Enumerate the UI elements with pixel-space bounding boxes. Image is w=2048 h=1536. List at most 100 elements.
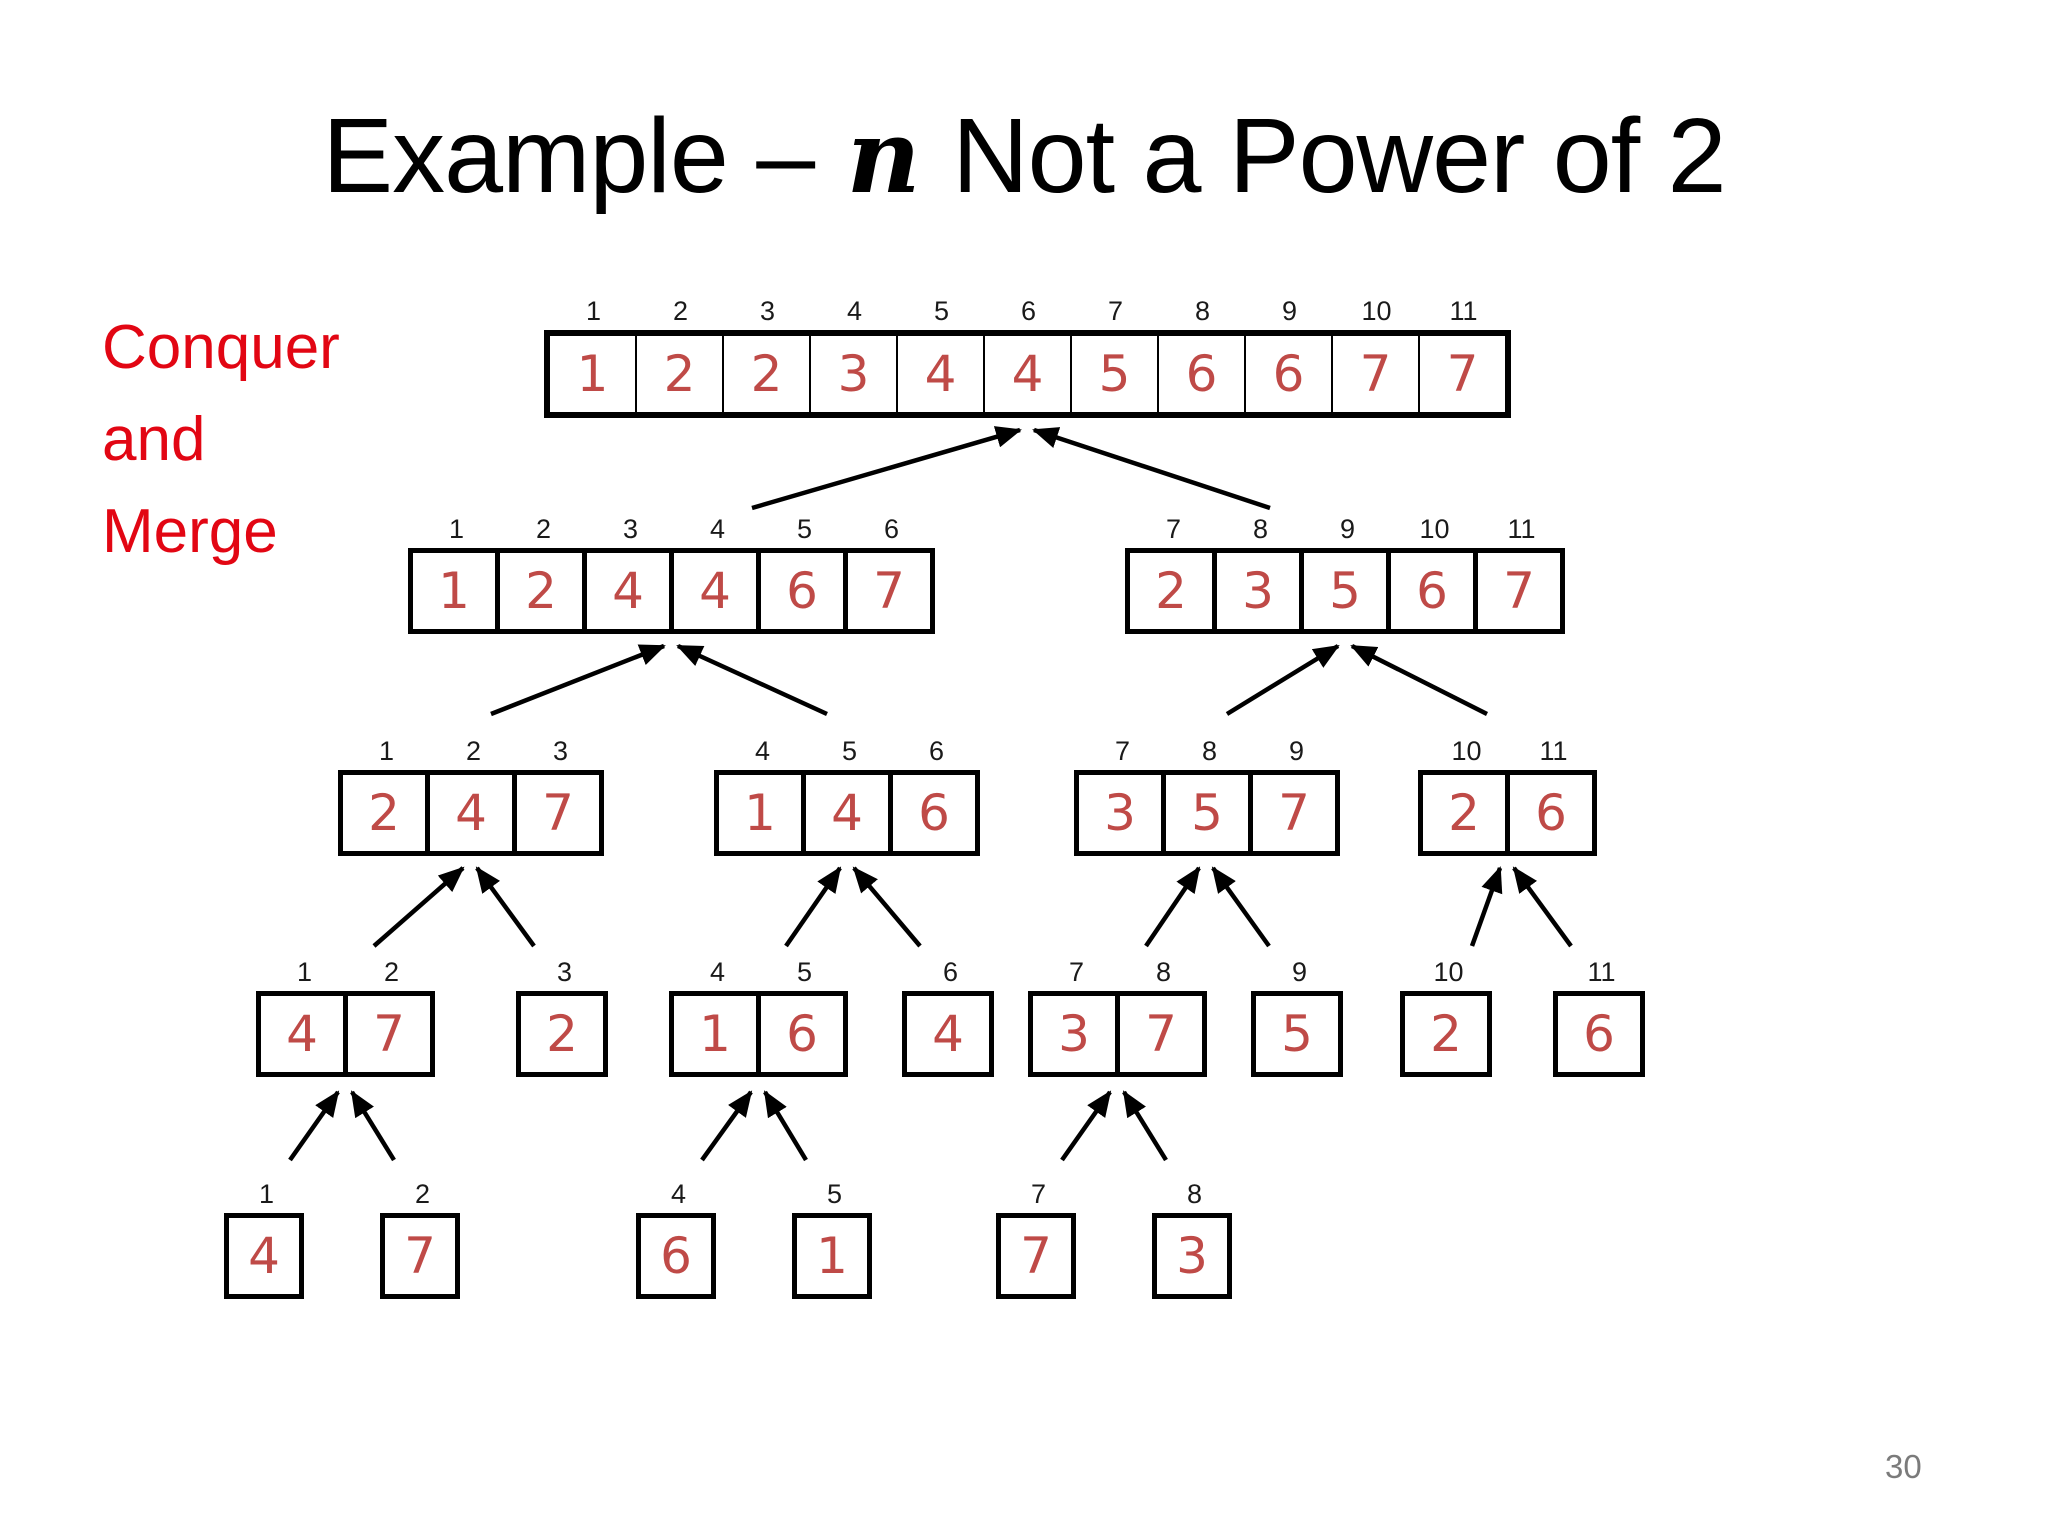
cell-value: 4 [612,562,644,620]
index-label: 1 [378,736,395,766]
index-label: 4 [670,1179,687,1209]
merge-arrow-L4-7-to-L3-4 [1469,866,1503,947]
cell-value: 7 [373,1005,405,1063]
cell-value: 2 [1430,1005,1462,1063]
index-label: 4 [754,736,771,766]
index-label: 10 [1433,957,1464,987]
index-label-row: 8 [1152,1179,1232,1213]
cell-value: 6 [786,1005,818,1063]
cell-value: 3 [837,345,870,403]
cell-value: 6 [1535,784,1567,842]
index-label-row: 11 [1553,957,1645,991]
array-cell: 6 [1510,775,1592,851]
cells-row: 6 [636,1213,716,1299]
cell-value: 2 [546,1005,578,1063]
cell-value: 2 [1155,562,1187,620]
array-L4-7: 10 2 [1400,957,1492,1077]
array-cell: 2 [1130,553,1217,629]
index-label: 8 [1252,514,1269,544]
index-label: 8 [1201,736,1218,766]
side-label-line-3: Merge [102,497,278,566]
index-label: 6 [883,514,900,544]
merge-arrow-L3-1-to-L2-left [490,643,666,717]
cell-value: 7 [1503,562,1535,620]
merge-arrow-L4-2-to-L3-1 [475,866,536,948]
array-cell: 4 [674,553,761,629]
merge-arrow-L5-1-to-L4-1 [288,1090,340,1162]
array-cell: 6 [1246,336,1333,412]
cell-value: 4 [924,345,957,403]
cell-value: 3 [1104,784,1136,842]
conquer-and-merge-label: Conquer and Merge [102,302,340,578]
merge-arrow-L4-5-to-L3-3 [1144,866,1201,948]
index-label-row: 1 [224,1179,304,1213]
cells-row: 7 [380,1213,460,1299]
cell-value: 4 [455,784,487,842]
cells-row: 4 [902,991,994,1077]
cell-value: 7 [1020,1227,1052,1285]
index-label-row: 9 [1251,957,1343,991]
cell-value: 3 [1176,1227,1208,1285]
merge-arrow-L5-2-to-L4-1 [350,1090,396,1162]
array-cell: 6 [1159,336,1246,412]
cell-value: 7 [542,784,574,842]
index-label: 8 [1155,957,1172,987]
array-cell: 4 [229,1218,299,1294]
array-cell: 4 [261,996,348,1072]
array-cell: 7 [1478,553,1560,629]
cell-value: 2 [368,784,400,842]
index-label: 11 [1539,736,1568,766]
index-label: 3 [622,514,639,544]
cell-value: 2 [663,345,696,403]
index-label: 11 [1507,514,1536,544]
array-cell: 6 [761,996,843,1072]
index-label: 9 [1281,296,1298,326]
merge-arrow-L5-5-to-L4-5 [1060,1090,1112,1162]
index-label: 9 [1291,957,1308,987]
index-label: 8 [1194,296,1211,326]
index-label: 6 [942,957,959,987]
cell-value: 6 [786,562,818,620]
cell-value: 4 [1011,345,1044,403]
array-cell: 2 [500,553,587,629]
index-label-row: 6 [902,957,994,991]
merge-arrow-L5-6-to-L4-5 [1122,1090,1168,1162]
index-label: 5 [826,1179,843,1209]
index-label: 7 [1114,736,1131,766]
index-label-row: 7 [996,1179,1076,1213]
array-cell: 2 [724,336,811,412]
index-label-row: 10 [1400,957,1492,991]
array-cell: 3 [1079,775,1166,851]
index-label-row: 2 [380,1179,460,1213]
array-cell: 6 [1558,996,1640,1072]
index-label: 4 [846,296,863,326]
cell-value: 6 [1185,345,1218,403]
cell-value: 2 [1448,784,1480,842]
cell-value: 5 [1098,345,1131,403]
cells-row: 3 [1152,1213,1232,1299]
index-label: 7 [1107,296,1124,326]
cells-row: 4 [224,1213,304,1299]
merge-arrow-L4-4-to-L3-2 [852,866,922,948]
